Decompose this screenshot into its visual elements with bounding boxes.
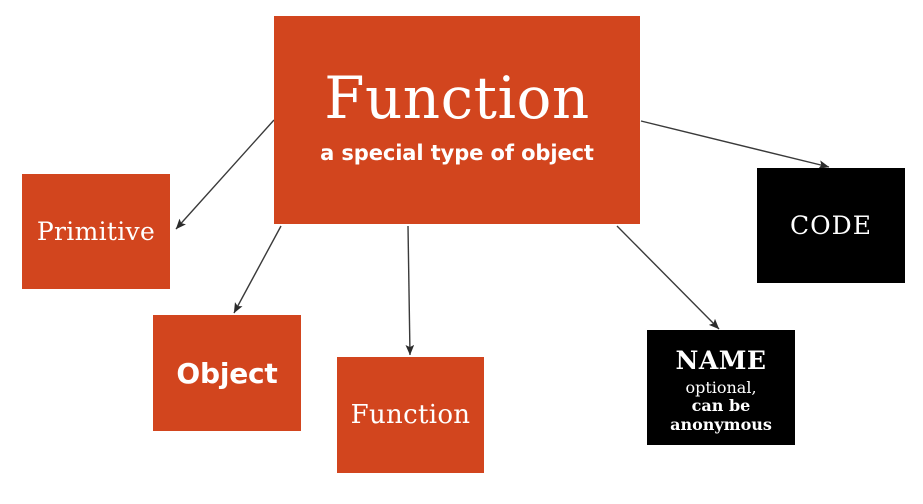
node-function-main[interactable]: Function a special type of object xyxy=(274,16,640,224)
node-name-line4: anonymous xyxy=(670,415,772,435)
node-code-label: CODE xyxy=(790,211,872,240)
node-primitive[interactable]: Primitive xyxy=(22,174,170,289)
node-object-label: Object xyxy=(176,356,278,390)
connector-main-to-primitive xyxy=(175,119,275,230)
node-name-line3: can be xyxy=(691,396,751,416)
node-function-small-label: Function xyxy=(350,400,471,430)
connector-main-to-function-small xyxy=(405,225,415,356)
node-name-title: NAME xyxy=(675,346,767,375)
connector-main-to-object xyxy=(233,225,282,314)
node-name-line2: optional, xyxy=(685,377,757,397)
connector-main-to-code xyxy=(640,120,830,169)
node-function-main-title: Function xyxy=(324,64,590,132)
node-primitive-label: Primitive xyxy=(36,217,156,246)
node-function-main-subtitle: a special type of object xyxy=(320,140,594,165)
node-code[interactable]: CODE xyxy=(757,168,905,283)
node-function-small[interactable]: Function xyxy=(337,357,484,473)
node-name[interactable]: NAME optional, can be anonymous xyxy=(647,330,795,445)
node-object[interactable]: Object xyxy=(153,315,301,431)
connector-main-to-name xyxy=(616,225,720,330)
